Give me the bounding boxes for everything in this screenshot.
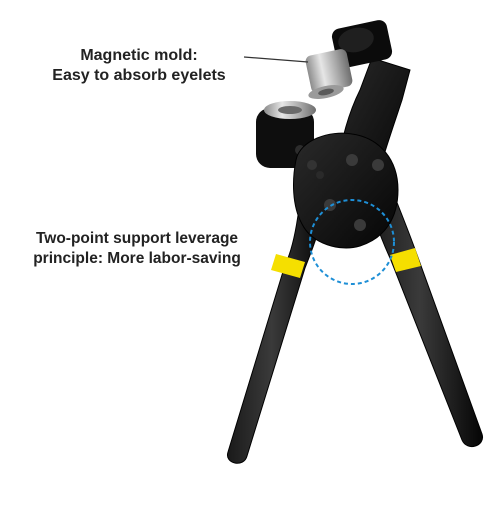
pivot-plate [293,132,399,249]
magnetic-mold-pointer-line [243,56,309,63]
left-grip-band [271,254,305,278]
right-grip-band [390,248,421,272]
magnetic-mold-callout: Magnetic mold: Easy to absorb eyelets [34,46,244,86]
magnetic-mold-callout-line1: Magnetic mold: [80,47,198,64]
leverage-highlight-circle [309,199,395,285]
top-magnetic-die [305,49,353,99]
leverage-callout-line1: Two-point support leverage [35,230,239,247]
leverage-callout-line2: principle: More labor-saving [33,250,241,267]
right-handle [367,194,483,448]
leverage-callout: Two-point support leverage principle: Mo… [6,229,268,269]
magnetic-mold-callout-line2: Easy to absorb eyelets [52,67,226,84]
